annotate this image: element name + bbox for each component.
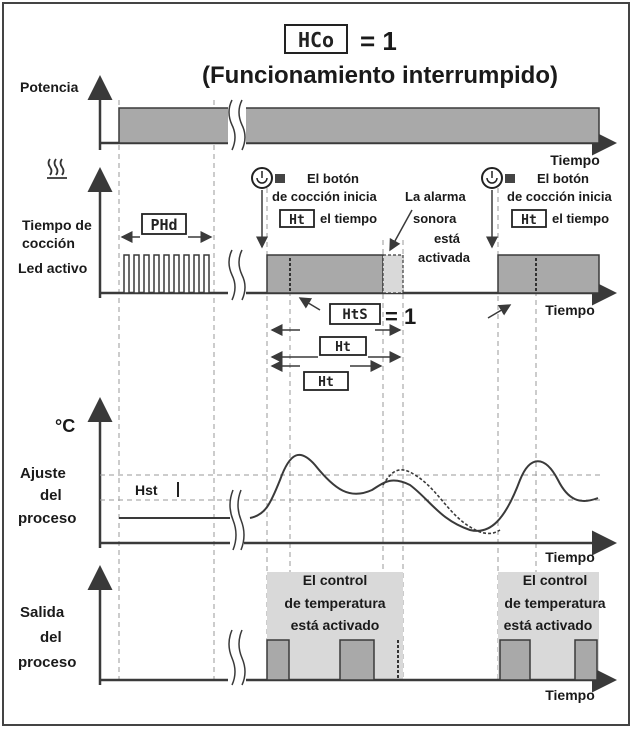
lcd-hts xyxy=(329,303,381,325)
lcd-ht-bar-1 xyxy=(319,336,367,356)
panel-output: Salida del proceso El control de tempera… xyxy=(18,565,617,703)
output-ylabel-2: del xyxy=(40,629,62,646)
lcd-ht-bar-2 xyxy=(303,371,349,391)
time-break-marks xyxy=(228,99,246,686)
right-start-label-1: El botón xyxy=(537,171,589,186)
lcd-hco: HCo xyxy=(284,24,348,54)
led-blink-pulses xyxy=(123,254,210,294)
ctrl-2-line-1: El control xyxy=(523,572,588,588)
power-on-bar xyxy=(118,107,600,144)
ctrl-2-line-2: de temperatura xyxy=(504,595,605,611)
cooking-active-block-1 xyxy=(266,254,384,294)
ht-bar-2-code: Ht xyxy=(318,375,334,390)
start-label-2: de cocción inicia xyxy=(272,189,378,204)
ht-code-left: Ht xyxy=(289,213,305,228)
power-xlabel: Tiempo xyxy=(550,152,600,168)
temp-ylabel-3: proceso xyxy=(18,510,76,527)
temp-ylabel-1: Ajuste xyxy=(20,465,66,482)
hts-value: = 1 xyxy=(385,304,416,329)
temp-curve xyxy=(249,453,599,532)
output-xlabel: Tiempo xyxy=(545,687,595,703)
hco-equals: = 1 xyxy=(360,26,397,56)
lcd-phd xyxy=(141,213,187,235)
alarm-arrow xyxy=(389,209,413,252)
phd-code: PHd xyxy=(150,216,177,234)
output-ylabel-3: proceso xyxy=(18,654,76,671)
right-start-label-2: de cocción inicia xyxy=(507,189,613,204)
start-label-3: el tiempo xyxy=(320,211,377,226)
alarm-label-3: está xyxy=(434,231,461,246)
panel-temperature: °C Ajuste del proceso Hst Tiempo xyxy=(18,397,617,565)
power-ylabel: Potencia xyxy=(20,79,79,95)
right-start-label-3: el tiempo xyxy=(552,211,609,226)
temp-ylabel-2: del xyxy=(40,487,62,504)
panel-cooking: Tiempo de cocción Led activo PHd xyxy=(18,158,617,391)
hst-label: Hst xyxy=(135,482,158,498)
start-button-icon-right xyxy=(481,167,515,249)
temp-unit: °C xyxy=(55,416,75,436)
temp-curve-alarm xyxy=(382,469,501,535)
temp-xlabel: Tiempo xyxy=(545,549,595,565)
cooking-xlabel: Tiempo xyxy=(545,302,595,318)
alarm-label-4: activada xyxy=(418,250,471,265)
cooking-ylabel-2: cocción xyxy=(22,235,75,251)
hts-code: HtS xyxy=(342,307,367,323)
alarm-label-1: La alarma xyxy=(405,189,466,204)
output-pulses xyxy=(266,639,598,681)
ctrl-2-line-3: está activado xyxy=(504,617,593,633)
cooking-alarm-extension xyxy=(382,254,404,294)
ht-code-right: Ht xyxy=(521,213,537,228)
cooking-ylabel-1: Tiempo de xyxy=(22,217,92,233)
lcd-ht-right xyxy=(511,209,547,228)
ht-bar-1-code: Ht xyxy=(335,340,351,355)
cooking-active-block-2 xyxy=(497,254,600,294)
start-label-1: El botón xyxy=(307,171,359,186)
ctrl-1-line-1: El control xyxy=(303,572,368,588)
heat-waves-icon xyxy=(47,158,67,179)
alarm-label-2: sonora xyxy=(413,211,457,226)
ctrl-1-line-2: de temperatura xyxy=(284,595,385,611)
led-active-label: Led activo xyxy=(18,260,87,276)
ctrl-1-line-3: está activado xyxy=(291,617,380,633)
hco-code: HCo xyxy=(298,28,334,52)
start-button-icon xyxy=(251,167,285,249)
lcd-ht-left xyxy=(279,209,315,228)
output-ylabel-1: Salida xyxy=(20,604,65,621)
subtitle: (Funcionamiento interrumpido) xyxy=(202,62,558,89)
panel-power: Potencia Tiempo xyxy=(20,75,617,168)
